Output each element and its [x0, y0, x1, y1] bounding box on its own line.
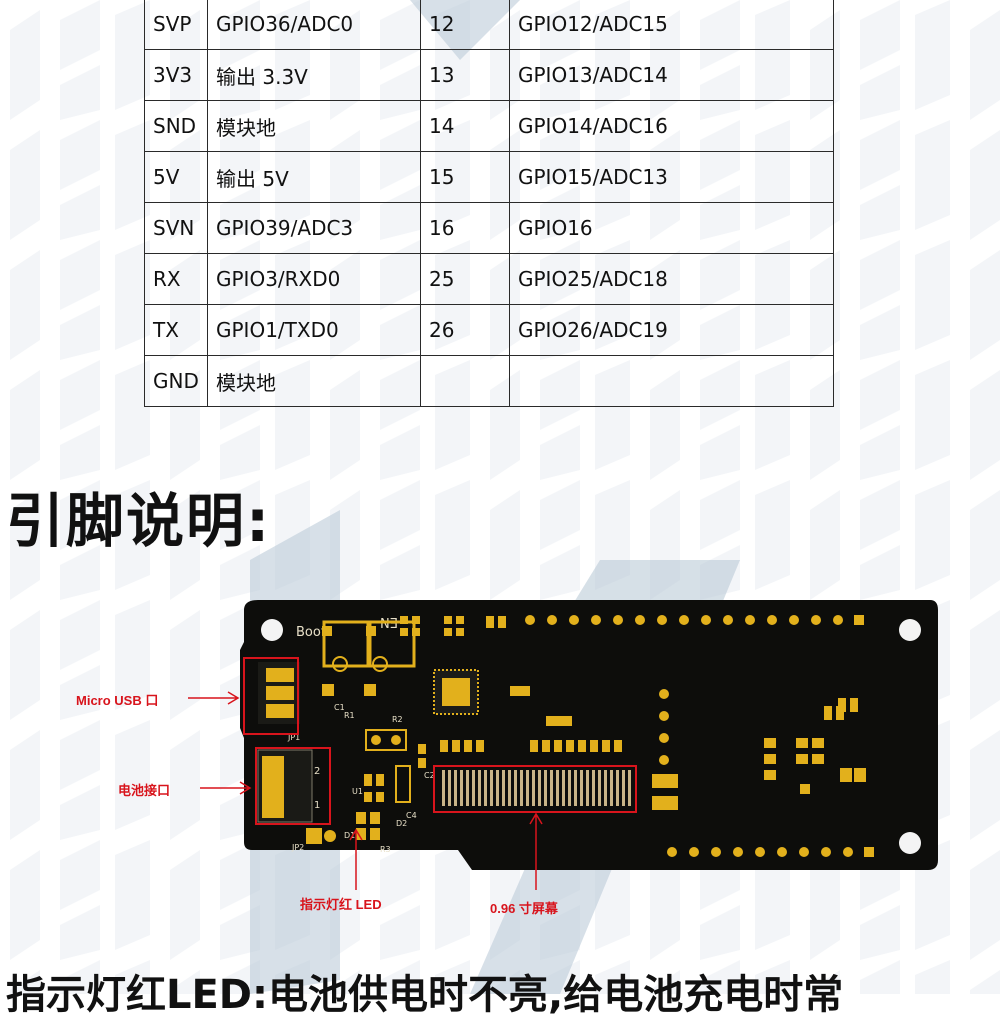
capacitors — [395, 744, 426, 803]
mounting-hole-bottom-right — [899, 832, 921, 854]
c1-silkscreen: C1 — [334, 703, 345, 712]
large-pad — [652, 774, 678, 810]
pin-name-cell: TX — [144, 304, 208, 356]
pin-name-cell: SVP — [144, 0, 208, 50]
table-row: SND 模块地 14 GPIO14/ADC16 — [144, 100, 834, 152]
led-label: 指示灯红 LED — [300, 897, 382, 912]
jp1-silkscreen: JP1 — [287, 733, 300, 742]
mounting-hole-top-right — [899, 619, 921, 641]
pin-number-cell: 26 — [420, 304, 510, 356]
button-pads — [322, 626, 376, 696]
table-row: TX GPIO1/TXD0 26 GPIO26/ADC19 — [144, 304, 834, 356]
c2-silkscreen: C2 — [424, 771, 435, 780]
pin-function-cell: 模块地 — [207, 100, 421, 152]
top-header-pins — [525, 615, 864, 625]
d2-silkscreen: D2 — [396, 819, 407, 828]
u1-silkscreen: U1 — [352, 787, 363, 796]
pin-number-cell: 16 — [420, 202, 510, 254]
pin-number-cell: 14 — [420, 100, 510, 152]
en-button — [366, 620, 416, 672]
d1-silkscreen: D1 — [344, 831, 355, 840]
pin-name-cell: RX — [144, 253, 208, 305]
pin-gpio-cell: GPIO26/ADC19 — [509, 304, 834, 356]
pin-function-cell: GPIO36/ADC0 — [207, 0, 421, 50]
battery-label: 电池接口 — [118, 783, 171, 798]
boot-silkscreen: Boot — [296, 625, 326, 640]
r2-silkscreen: R2 — [392, 715, 403, 724]
pin-name-cell: GND — [144, 355, 208, 407]
pin-gpio-cell: GPIO13/ADC14 — [509, 49, 834, 101]
battery-pin-2-silkscreen: 2 — [314, 766, 320, 777]
right-side-components — [764, 698, 866, 794]
pin-gpio-cell: GPIO14/ADC16 — [509, 100, 834, 152]
pin-table: SVP GPIO36/ADC0 12 GPIO12/ADC15 3V3 输出 3… — [144, 0, 834, 407]
boot-button — [322, 620, 372, 672]
pin-gpio-cell: GPIO15/ADC13 — [509, 151, 834, 203]
pin-function-cell: 输出 3.3V — [207, 49, 421, 101]
u1-regulator — [364, 774, 384, 802]
c4-silkscreen: C4 — [406, 811, 417, 820]
pin-number-cell: 25 — [420, 253, 510, 305]
table-row: SVP GPIO36/ADC0 12 GPIO12/ADC15 — [144, 0, 834, 50]
side-header-pins — [659, 689, 669, 765]
battery-pin-1-silkscreen: 1 — [314, 800, 320, 811]
pin-name-cell: SVN — [144, 202, 208, 254]
table-row: GND 模块地 — [144, 355, 834, 407]
micro-usb-label: Micro USB 口 — [76, 693, 159, 708]
screen-label: 0.96 寸屏幕 — [490, 901, 558, 916]
pin-function-cell: GPIO3/RXD0 — [207, 253, 421, 305]
pin-gpio-cell: GPIO16 — [509, 202, 834, 254]
led-description-text: 指示灯红LED:电池供电时不亮,给电池充电时常 — [6, 972, 844, 1018]
pin-function-cell: 输出 5V — [207, 151, 421, 203]
pin-name-cell: 3V3 — [144, 49, 208, 101]
pin-name-cell: SND — [144, 100, 208, 152]
usb-bridge-chip — [433, 669, 479, 715]
r1-silkscreen: R1 — [344, 711, 355, 720]
pin-gpio-cell: GPIO25/ADC18 — [509, 253, 834, 305]
smd-components-top — [400, 616, 506, 636]
board-outline — [240, 600, 938, 870]
screen-support-components — [440, 686, 622, 752]
table-row: 3V3 输出 3.3V 13 GPIO13/ADC14 — [144, 49, 834, 101]
pin-number-cell: 12 — [420, 0, 510, 50]
jp2-silkscreen: JP2 — [291, 843, 304, 852]
usb-pointer-arrow — [188, 691, 240, 705]
pin-function-cell: GPIO39/ADC3 — [207, 202, 421, 254]
jp2-header — [306, 828, 336, 844]
section-heading: 引脚说明: — [6, 487, 272, 555]
micro-usb-port — [258, 662, 300, 724]
pin-number-cell: 15 — [420, 151, 510, 203]
pin-number-cell: 13 — [420, 49, 510, 101]
pin-function-cell: 模块地 — [207, 355, 421, 407]
pin-gpio-cell — [509, 355, 834, 407]
pin-name-cell: 5V — [144, 151, 208, 203]
table-row: SVN GPIO39/ADC3 16 GPIO16 — [144, 202, 834, 254]
table-row: RX GPIO3/RXD0 25 GPIO25/ADC18 — [144, 253, 834, 305]
battery-connector — [257, 749, 313, 823]
pin-number-cell — [420, 355, 510, 407]
bottom-header-pins — [667, 847, 874, 857]
pin-gpio-cell: GPIO12/ADC15 — [509, 0, 834, 50]
r3-silkscreen: R3 — [380, 845, 391, 854]
table-row: 5V 输出 5V 15 GPIO15/ADC13 — [144, 151, 834, 203]
pin-function-cell: GPIO1/TXD0 — [207, 304, 421, 356]
middle-jumper-header — [365, 729, 407, 751]
screen-fpc-pads — [440, 768, 634, 808]
mounting-hole-top-left — [261, 619, 283, 641]
pcb-board: Boot EN JP1 2 1 JP2 — [240, 600, 938, 870]
